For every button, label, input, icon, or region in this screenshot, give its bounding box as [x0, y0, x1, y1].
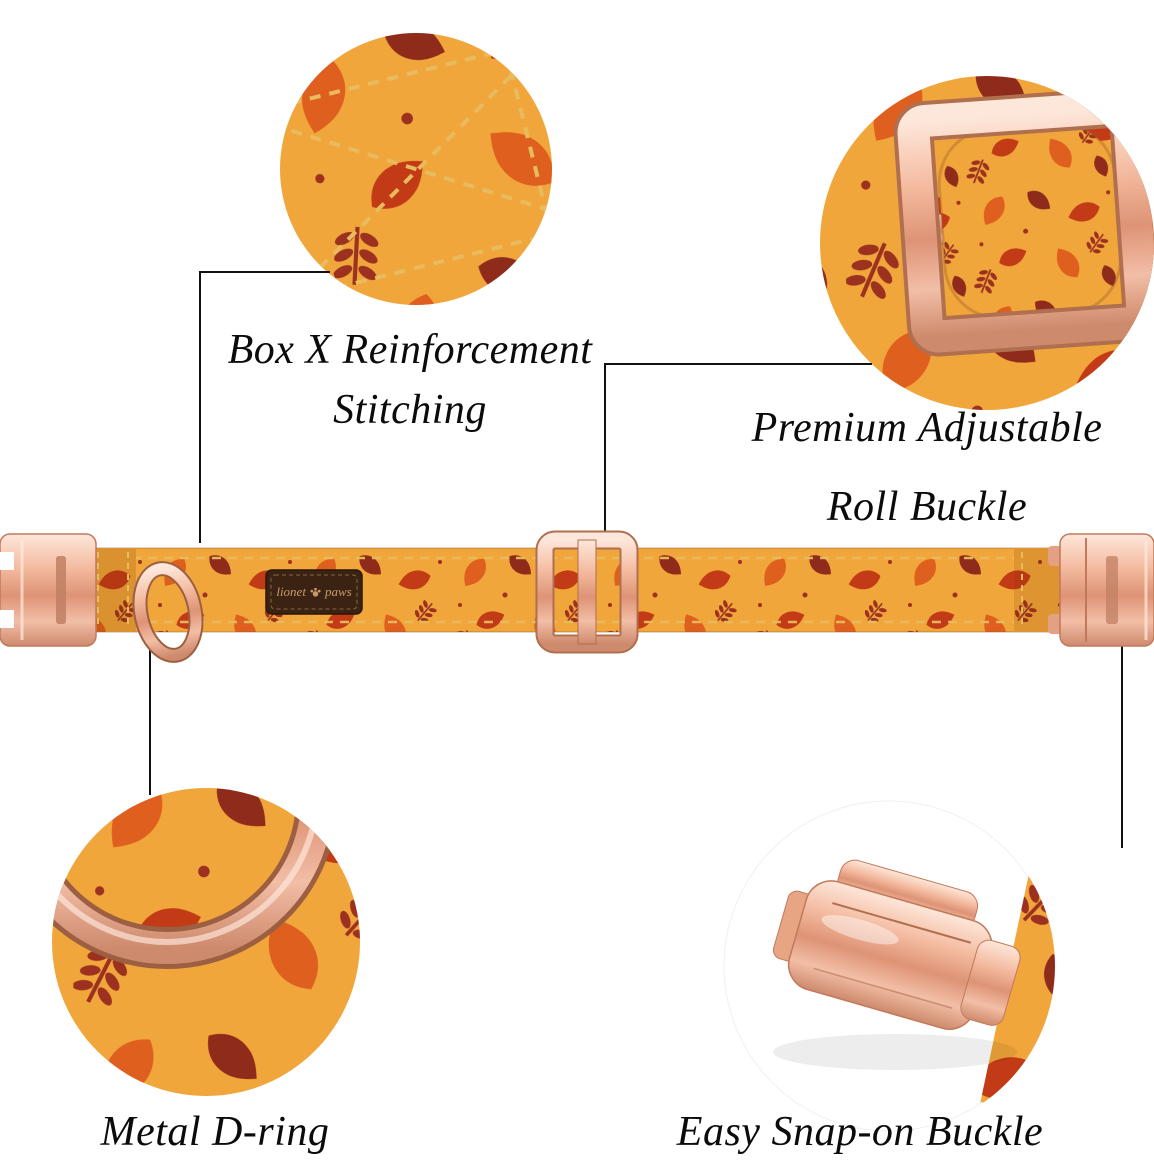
- label-box-stitching-line1: Box X Reinforcement: [227, 327, 593, 373]
- dog-collar: [0, 530, 1154, 663]
- brand-tag-word1: lionet: [276, 584, 306, 599]
- right-buckle: [1048, 533, 1154, 647]
- box-stitching-photo: [280, 33, 552, 305]
- strap-fold-left: [90, 548, 136, 632]
- brand-tag-label: lionet paws: [266, 570, 362, 614]
- connector-roll-buckle-v: [604, 363, 606, 543]
- snap-buckle-photo: [723, 800, 1055, 1132]
- left-buckle: [0, 533, 97, 647]
- d-ring-photo: [52, 788, 360, 1096]
- connector-box-stitching-v: [199, 271, 201, 543]
- callout-roll-buckle: [820, 76, 1154, 410]
- roll-buckle-slider: [893, 87, 1154, 357]
- adjustable-slider: [535, 530, 639, 654]
- brand-tag-word2: paws: [324, 584, 352, 599]
- label-snap-buckle: Easy Snap-on Buckle: [676, 1109, 1044, 1155]
- paw-icon: [310, 587, 321, 597]
- box-x-stitching-lines: [280, 36, 552, 305]
- d-ring: [132, 561, 204, 663]
- connector-d-ring-v: [149, 645, 151, 795]
- callout-snap-buckle: [723, 800, 1055, 1132]
- connector-roll-buckle-h: [604, 363, 872, 365]
- connector-box-stitching-h: [199, 271, 330, 273]
- buckle-shadow: [773, 1034, 1017, 1070]
- connector-snap-buckle-v: [1121, 645, 1123, 848]
- rolled-fabric: [937, 122, 1123, 320]
- fabric-closeup: [280, 33, 552, 305]
- collar-strap: [57, 547, 1063, 633]
- label-roll-buckle-line2: Roll Buckle: [826, 484, 1028, 530]
- callout-box-stitching: [280, 33, 552, 305]
- label-roll-buckle-line1: Premium Adjustable: [751, 405, 1103, 451]
- fabric-edge: [980, 818, 1055, 1117]
- roll-buckle-photo: [820, 76, 1154, 410]
- callout-d-ring: [52, 788, 360, 1096]
- snap-buckle-body: [772, 859, 1021, 1030]
- label-box-stitching-line2: Stitching: [333, 387, 487, 433]
- label-d-ring: Metal D-ring: [100, 1109, 330, 1155]
- strap-edge-stitching: [100, 556, 1050, 624]
